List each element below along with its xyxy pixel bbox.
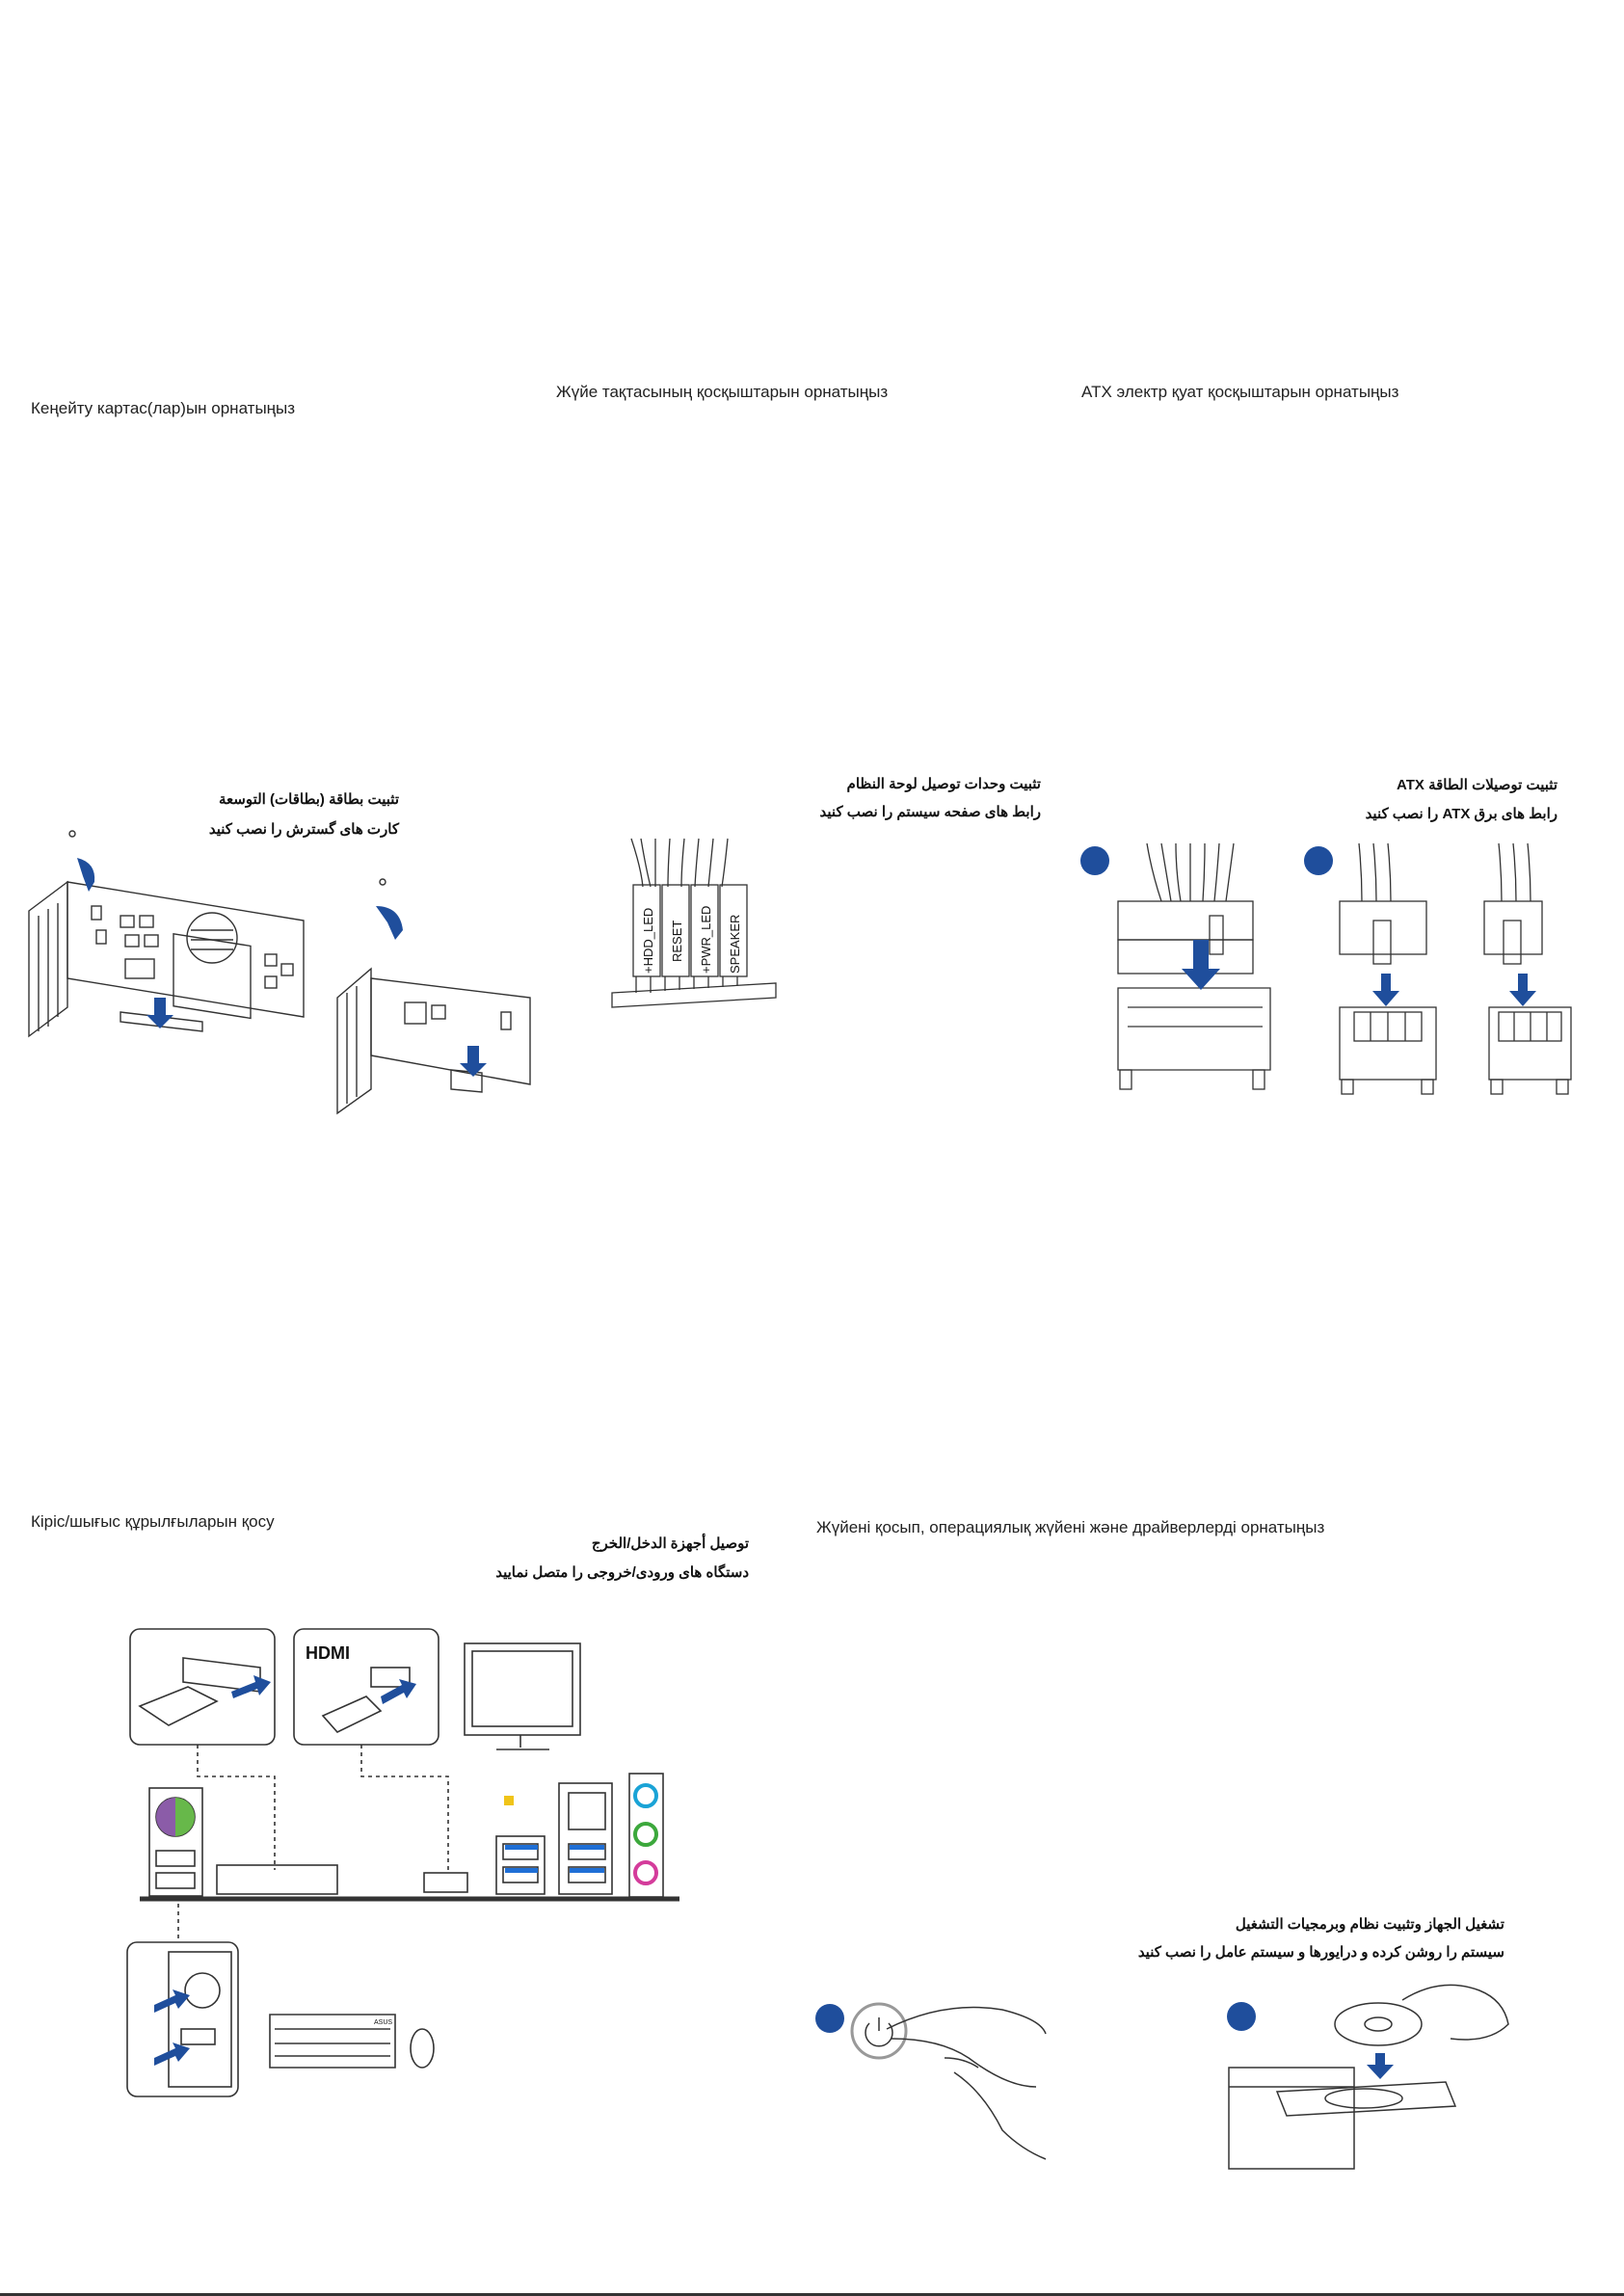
step-badge-1	[1080, 846, 1109, 875]
pin-label-speaker: SPEAKER	[728, 915, 742, 974]
pin-label-hdd-led: +HDD_LED	[641, 908, 655, 974]
hdmi-logo: HDMI	[306, 1643, 350, 1663]
atx-power-kz-title: ATX электр қуат қосқыштарын орнатыңыз	[1081, 383, 1399, 401]
front-panel-ar-title: تثبيت وحدات توصيل لوحة النظام	[846, 776, 1041, 792]
power-on-kz-title: Жүйені қосып, операциялық жүйені және др…	[816, 1518, 1325, 1536]
keyboard-brand: ASUS	[374, 2019, 392, 2026]
io-devices-ar-title: توصيل أجهزة الدخل/الخرج	[591, 1535, 749, 1552]
io-devices-kz-title: Кіріс/шығыс құрылғыларын қосу	[31, 1512, 275, 1531]
step-badge-install	[1227, 2002, 1256, 2031]
expansion-card-illustration	[28, 830, 531, 1115]
io-devices-fa-title: دستگاه های ورودی/خروجی را متصل نمایید	[495, 1564, 749, 1581]
atx-power-illustration	[1117, 842, 1572, 1095]
front-panel-kz-title: Жүйе тақтасының қосқыштарын орнатыңыз	[556, 383, 889, 401]
io-devices-illustration: HDMI ASUS	[126, 1628, 679, 2097]
front-panel-connector-illustration: +HDD_LED RESET +PWR_LED SPEAKER	[611, 838, 777, 1008]
pin-label-reset: RESET	[670, 921, 684, 962]
power-on-ar-title: تشغيل الجهاز وتثبيت نظام وبرمجيات التشغي…	[1235, 1916, 1504, 1933]
power-button-illustration	[850, 2002, 1047, 2160]
step-badge-power	[815, 2004, 844, 2033]
power-on-fa-title: سيستم را روشن کرده و درايورها و سيستم عا…	[1137, 1944, 1504, 1961]
expansion-ar-title: تثبيت بطاقة (بطاقات) التوسعة	[218, 791, 399, 808]
disc-install-illustration	[1228, 1984, 1509, 2170]
expansion-fa-title: كارت های گسترش را نصب کنید	[208, 821, 399, 838]
bottom-rule	[0, 2293, 1624, 2296]
atx-power-fa-title: رابط های برق ATX را نصب کنيد	[1365, 806, 1557, 822]
expansion-kz-title: Кеңейту картас(лар)ын орнатыңыз	[31, 399, 296, 417]
pin-label-pwr-led: +PWR_LED	[699, 906, 713, 974]
atx-power-ar-title: تثبيت توصيلات الطاقة ATX	[1397, 777, 1557, 793]
step-badge-2	[1304, 846, 1333, 875]
front-panel-fa-title: رابط های صفحه سيستم را نصب کنيد	[819, 804, 1041, 820]
